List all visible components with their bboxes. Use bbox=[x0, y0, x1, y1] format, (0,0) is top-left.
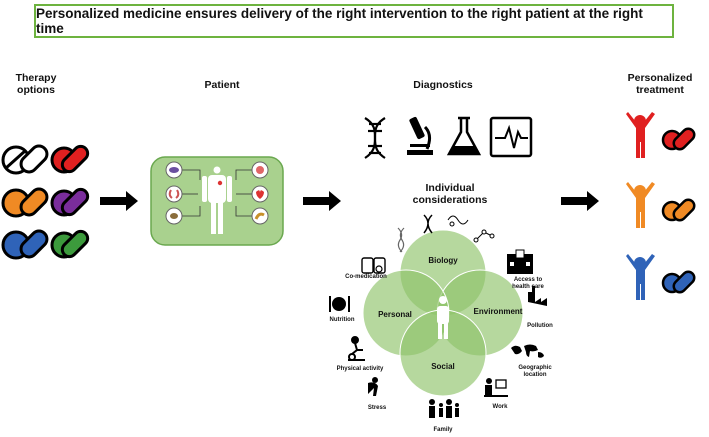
family-icon bbox=[429, 399, 459, 418]
geographic-location-label: Geographic location bbox=[518, 365, 552, 378]
microscope-icon bbox=[407, 116, 433, 155]
dna-icon bbox=[397, 227, 405, 253]
title-banner: Personalized medicine ensures delivery o… bbox=[34, 4, 674, 38]
exercise-bike-icon bbox=[348, 336, 365, 361]
plate-icon bbox=[329, 296, 350, 312]
dna-icon bbox=[423, 214, 433, 234]
protein-icon bbox=[447, 215, 469, 227]
patient-heading: Patient bbox=[204, 79, 240, 91]
pill-purple-icon bbox=[50, 187, 90, 217]
individual-considerations-heading: Individual considerations bbox=[412, 182, 488, 206]
flask-icon bbox=[446, 116, 482, 156]
person-icon bbox=[437, 296, 449, 339]
environment-label: Environment bbox=[473, 307, 523, 316]
personalized-treatment-heading: Personalized treatment bbox=[627, 72, 693, 96]
kidney-icon bbox=[170, 213, 178, 219]
pollution-label: Pollution bbox=[527, 323, 553, 329]
world-map-icon bbox=[511, 344, 544, 358]
pill-orange-icon bbox=[1, 187, 49, 218]
factory-icon bbox=[528, 286, 547, 306]
lungs-icon bbox=[168, 189, 180, 199]
pill-white-icon bbox=[1, 144, 49, 175]
social-label: Social bbox=[431, 362, 455, 371]
access-to-health-care-label: Access to health care bbox=[512, 277, 544, 290]
pill-green-icon bbox=[50, 229, 90, 259]
personal-label: Personal bbox=[378, 310, 412, 319]
pill-orange-icon bbox=[661, 198, 696, 222]
eye-icon bbox=[169, 167, 179, 173]
person-orange-icon bbox=[626, 182, 655, 228]
patient-panel bbox=[150, 156, 284, 246]
pill-red-icon bbox=[661, 127, 696, 151]
arrow-icon bbox=[303, 191, 341, 211]
arrow-icon bbox=[100, 191, 138, 211]
monitor-icon bbox=[489, 116, 533, 158]
arrow-icon bbox=[561, 191, 599, 211]
hospital-icon bbox=[507, 249, 533, 274]
co-medication-label: Co-medication bbox=[345, 274, 387, 280]
person-red-icon bbox=[626, 112, 655, 158]
medication-icon bbox=[361, 257, 386, 274]
molecule-icon bbox=[473, 229, 495, 243]
stress-label: Stress bbox=[367, 405, 387, 411]
stomach-icon bbox=[254, 212, 265, 220]
biology-label: Biology bbox=[428, 256, 458, 265]
dna-icon bbox=[364, 117, 386, 159]
therapy-options-heading: Therapy options bbox=[15, 72, 57, 96]
nutrition-label: Nutrition bbox=[329, 317, 355, 323]
pill-red-icon bbox=[50, 144, 90, 174]
pill-blue-icon bbox=[1, 229, 49, 260]
person-blue-icon bbox=[626, 254, 655, 300]
work-desk-icon bbox=[484, 378, 508, 397]
diagnostics-heading: Diagnostics bbox=[413, 79, 473, 91]
pill-blue-icon bbox=[661, 270, 696, 294]
organ-icon bbox=[256, 166, 264, 174]
stressed-person-icon bbox=[368, 377, 378, 396]
work-label: Work bbox=[492, 404, 508, 410]
physical-activity-label: Physical activity bbox=[336, 366, 384, 372]
heart-icon bbox=[256, 190, 264, 199]
family-label: Family bbox=[433, 427, 453, 433]
venn-diagram bbox=[362, 229, 524, 397]
